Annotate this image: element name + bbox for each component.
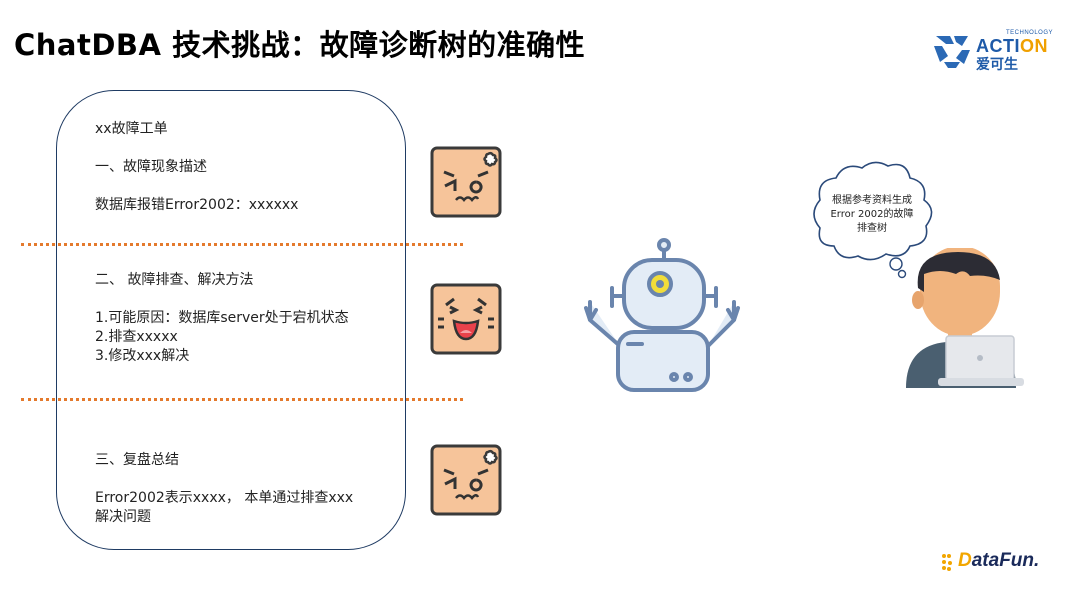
datafun-dots-icon: [942, 554, 952, 571]
section1-title: 一、故障现象描述: [95, 159, 207, 175]
person-with-laptop-icon: [906, 248, 1024, 388]
angry-face-icon: [430, 444, 502, 516]
section2-line: 2.排查xxxxx: [95, 329, 178, 345]
robot-icon: [584, 238, 740, 392]
section2-line: 3.修改xxx解决: [95, 348, 190, 364]
section1-body: 数据库报错Error2002：xxxxxx: [95, 197, 299, 213]
datafun-logo: DataFun.: [940, 548, 1060, 578]
section3-line: Error2002表示xxxx， 本单通过排查xxx: [95, 490, 354, 506]
section2-title: 二、 故障排查、解决方法: [95, 272, 254, 288]
datafun-wordmark: DataFun.: [958, 550, 1040, 571]
action-cn-name: 爱可生: [976, 57, 1018, 73]
section3-line: 解决问题: [95, 509, 151, 525]
thought-bubble-text: 根据参考资料生成 Error 2002的故障 排查树: [830, 195, 914, 234]
section2-line: 1.可能原因：数据库server处于宕机状态: [95, 310, 349, 326]
angry-face-icon: [430, 146, 502, 218]
ticket-heading: xx故障工单: [95, 121, 168, 137]
section3-title: 三、复盘总结: [95, 452, 179, 468]
action-logo-icon: [934, 36, 970, 68]
page-title: ChatDBA 技术挑战：故障诊断树的准确性: [14, 28, 586, 62]
action-wordmark: ACTION: [976, 36, 1048, 56]
action-tech-label: TECHNOLOGY: [1006, 30, 1054, 36]
ticket-card: [56, 90, 406, 550]
action-logo: TECHNOLOGY ACTION 爱可生: [932, 30, 1062, 73]
divider-1: [21, 243, 463, 246]
laughing-face-icon: [430, 283, 502, 355]
thought-cloud-icon: [813, 161, 933, 279]
divider-2: [21, 398, 463, 401]
